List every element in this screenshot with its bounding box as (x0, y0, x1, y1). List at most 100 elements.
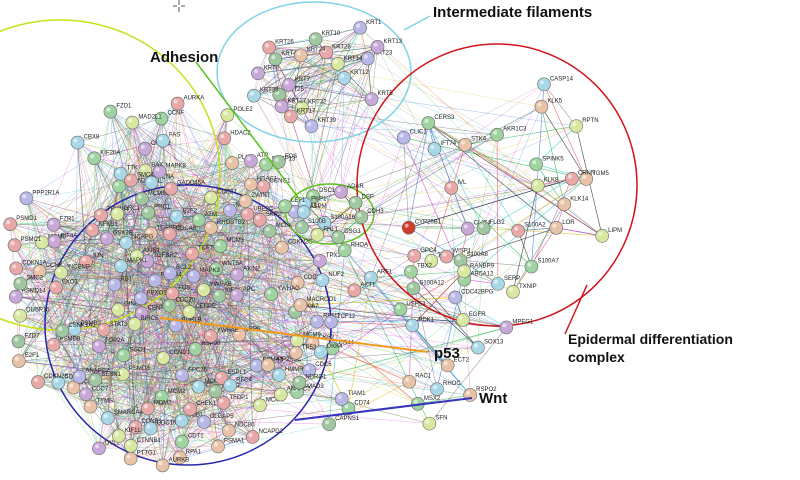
protein-node-highlight (297, 103, 302, 108)
protein-node-highlight (296, 301, 301, 306)
protein-node-highlight (373, 42, 378, 47)
protein-node-label: KIF11 (125, 428, 141, 434)
interaction-edge (54, 241, 171, 274)
interaction-edge (53, 305, 170, 345)
interaction-edge (370, 277, 471, 396)
interaction-edge (15, 296, 20, 362)
interaction-edge (332, 137, 404, 349)
interaction-edge (417, 394, 471, 405)
protein-node-highlight (275, 90, 280, 95)
interaction-edge (239, 334, 342, 400)
protein-node-label: CDKN1A (22, 260, 46, 266)
interaction-edge (215, 247, 282, 270)
interaction-edge (39, 138, 225, 272)
protein-node-label: AURKA (184, 96, 205, 102)
protein-node-label: FZD1 (116, 104, 132, 110)
interaction-edge (85, 394, 136, 428)
protein-node-label: KLK14 (570, 196, 589, 202)
interaction-edge (417, 106, 542, 404)
interaction-edge (18, 325, 413, 362)
interaction-edge (162, 162, 233, 466)
interaction-edge (275, 38, 316, 60)
interaction-edge (301, 52, 327, 108)
interaction-edge (324, 222, 461, 261)
interaction-edge (169, 201, 246, 306)
interaction-edge (163, 275, 194, 359)
interaction-edge (62, 111, 111, 331)
protein-node-circle (569, 119, 583, 133)
protein-node-label: CCNF (167, 111, 184, 117)
interaction-edge (100, 215, 137, 257)
protein-node-highlight (49, 340, 54, 345)
interaction-edge (281, 63, 338, 107)
interaction-edge (259, 206, 286, 406)
interaction-edge (311, 125, 498, 135)
interaction-edge (189, 335, 212, 410)
protein-node-circle (197, 415, 211, 429)
protein-node-highlight (54, 378, 59, 383)
interaction-edge (98, 196, 314, 449)
protein-node-highlight (99, 325, 104, 330)
protein-node-highlight (173, 99, 178, 104)
protein-node-circle (8, 289, 23, 304)
interaction-edge (410, 271, 479, 348)
interaction-edge (26, 198, 323, 281)
interaction-edge (39, 270, 176, 326)
interaction-edge (300, 297, 456, 306)
interaction-edge (39, 162, 233, 272)
protein-nodes: KRT23KRT40KRT26KRT39KRT25KRT32KRT28KRT27… (3, 20, 622, 473)
interaction-edge (189, 377, 222, 410)
interaction-edge (95, 138, 225, 381)
protein-node-highlight (537, 102, 542, 107)
interaction-edge (141, 313, 149, 409)
interaction-edge (79, 376, 281, 395)
interaction-edge (9, 224, 100, 449)
protein-node: KLK8 (530, 178, 559, 193)
interaction-edge (328, 381, 410, 425)
protein-node: CDKN1A (9, 260, 47, 276)
protein-node-highlight (225, 206, 230, 211)
interaction-edge (172, 293, 240, 335)
interaction-edge (257, 58, 368, 74)
protein-node: FAS (156, 133, 180, 148)
protein-node-highlight (367, 95, 372, 100)
interaction-edge (301, 27, 361, 108)
interaction-edge (62, 330, 430, 424)
interaction-edge (55, 287, 199, 387)
interaction-edge (26, 198, 74, 388)
interaction-edge (269, 47, 345, 79)
interaction-edge (253, 38, 316, 96)
interaction-edge (198, 115, 228, 387)
interaction-edge (181, 294, 272, 376)
protein-node-circle (313, 253, 327, 268)
interaction-edge (141, 274, 238, 314)
protein-node-circle (175, 368, 189, 383)
interaction-edge (20, 272, 171, 284)
protein-node-label: POLE2 (233, 107, 253, 113)
protein-node-circle (223, 203, 237, 218)
interaction-edge (300, 55, 372, 100)
protein-node-highlight (340, 73, 345, 78)
interaction-edge (161, 340, 298, 397)
protein-node-circle (188, 342, 203, 356)
interaction-edge (162, 402, 224, 466)
interaction-edge (62, 330, 132, 446)
interaction-edge (301, 27, 361, 108)
protein-node-highlight (351, 198, 356, 203)
interaction-edge (14, 148, 146, 246)
protein-node: BUB1B (168, 318, 201, 333)
interaction-edge (140, 298, 163, 466)
protein-node-circle (240, 207, 255, 222)
protein-node-label: KLK5 (547, 99, 562, 105)
protein-node-circle (170, 96, 185, 111)
interaction-edge (122, 352, 296, 375)
protein-node-label: KRT17 (297, 108, 316, 114)
protein-node-circle (293, 298, 308, 312)
protein-node-highlight (38, 238, 43, 243)
protein-node-circle (111, 302, 125, 317)
protein-node-circle (134, 291, 148, 306)
interaction-edge (61, 272, 115, 285)
interaction-edge (85, 374, 279, 395)
protein-node-label: ADAR (347, 184, 364, 190)
protein-node-circle (124, 173, 138, 188)
